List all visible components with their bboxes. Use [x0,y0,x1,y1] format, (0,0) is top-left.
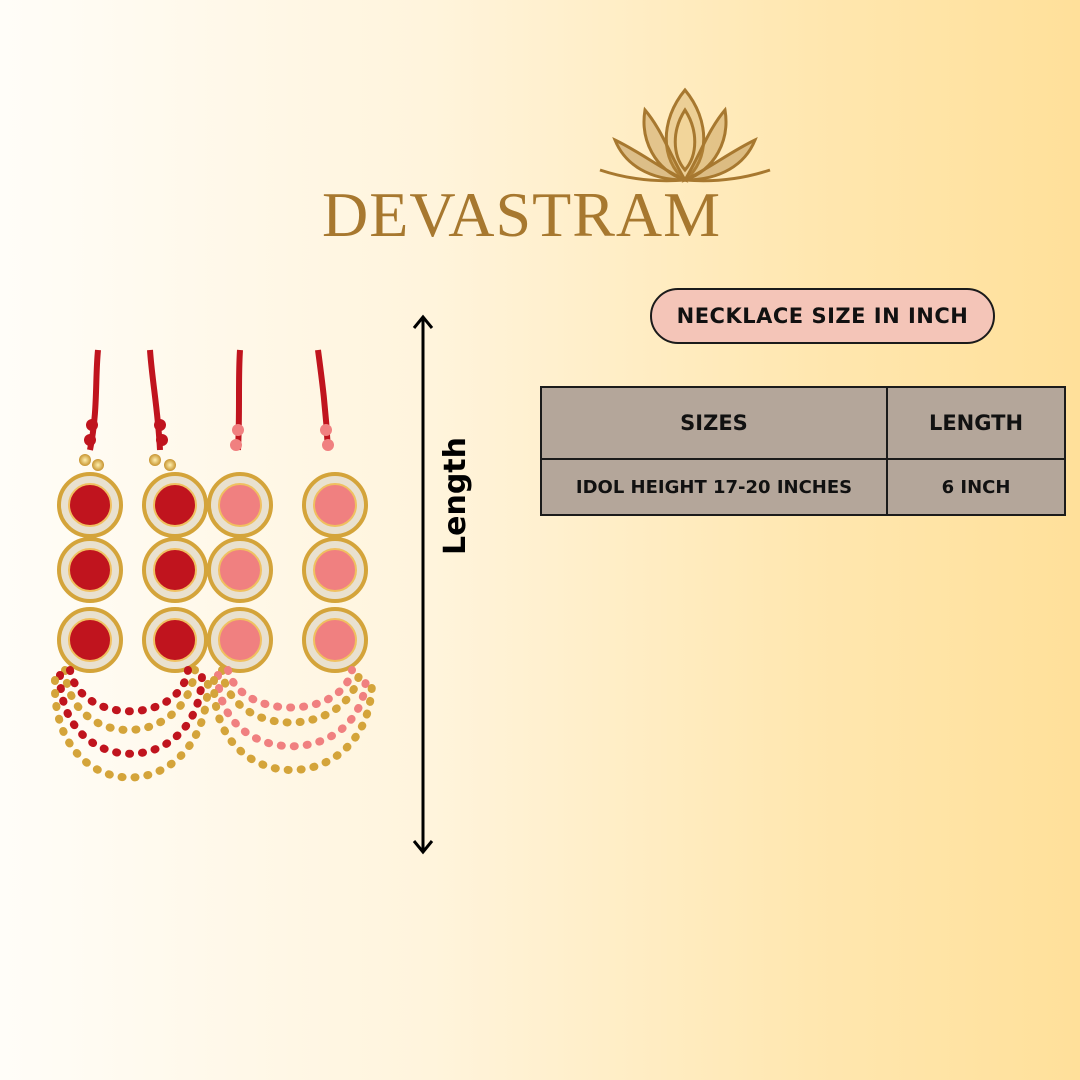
header-length: LENGTH [886,386,1066,460]
size-table: SIZES LENGTH IDOL HEIGHT 17-20 INCHES 6 … [540,386,1066,516]
brand-logo: DEVASTRAM [300,80,800,250]
size-badge: NECKLACE SIZE IN INCH [650,288,995,344]
table-header-row: SIZES LENGTH [540,386,1066,460]
length-arrow-icon [412,314,434,855]
red-necklace [50,349,212,782]
cell-size: IDOL HEIGHT 17-20 INCHES [540,458,888,516]
table-row: IDOL HEIGHT 17-20 INCHES 6 INCH [540,458,1066,516]
cell-length: 6 INCH [886,458,1066,516]
necklace-pair-icon [50,349,376,782]
brand-name: DEVASTRAM [322,179,721,250]
pink-necklace [207,349,376,774]
header-sizes: SIZES [540,386,888,460]
length-label: Length [438,437,473,555]
lotus-icon [599,87,771,183]
